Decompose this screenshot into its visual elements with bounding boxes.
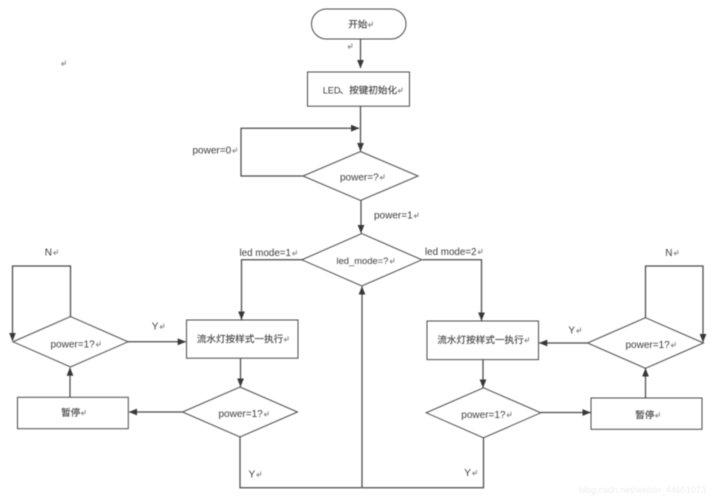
svg-text:Y: Y xyxy=(464,468,471,479)
svg-text:Y: Y xyxy=(568,326,575,337)
svg-text:power=1?: power=1? xyxy=(461,410,506,421)
svg-text:N: N xyxy=(665,248,672,259)
svg-text:led mode=2: led mode=2 xyxy=(425,247,476,258)
svg-text:Y: Y xyxy=(249,470,256,481)
svg-text:N: N xyxy=(45,248,52,259)
svg-text:power=1: power=1 xyxy=(374,211,413,222)
svg-text:LED: LED xyxy=(323,86,341,96)
svg-text:power=1?: power=1? xyxy=(626,340,671,351)
svg-text:power=1?: power=1? xyxy=(219,409,264,420)
svg-text:led_mode=?: led_mode=? xyxy=(337,255,389,266)
svg-text:power=?: power=? xyxy=(340,172,379,183)
svg-text:power=1?: power=1? xyxy=(51,339,96,350)
svg-text:blog.csdn.net/weixin_44651073: blog.csdn.net/weixin_44651073 xyxy=(579,485,706,496)
svg-text:power=0: power=0 xyxy=(193,146,232,157)
svg-text:led mode=1: led mode=1 xyxy=(240,248,291,259)
svg-text:Y: Y xyxy=(152,322,159,333)
